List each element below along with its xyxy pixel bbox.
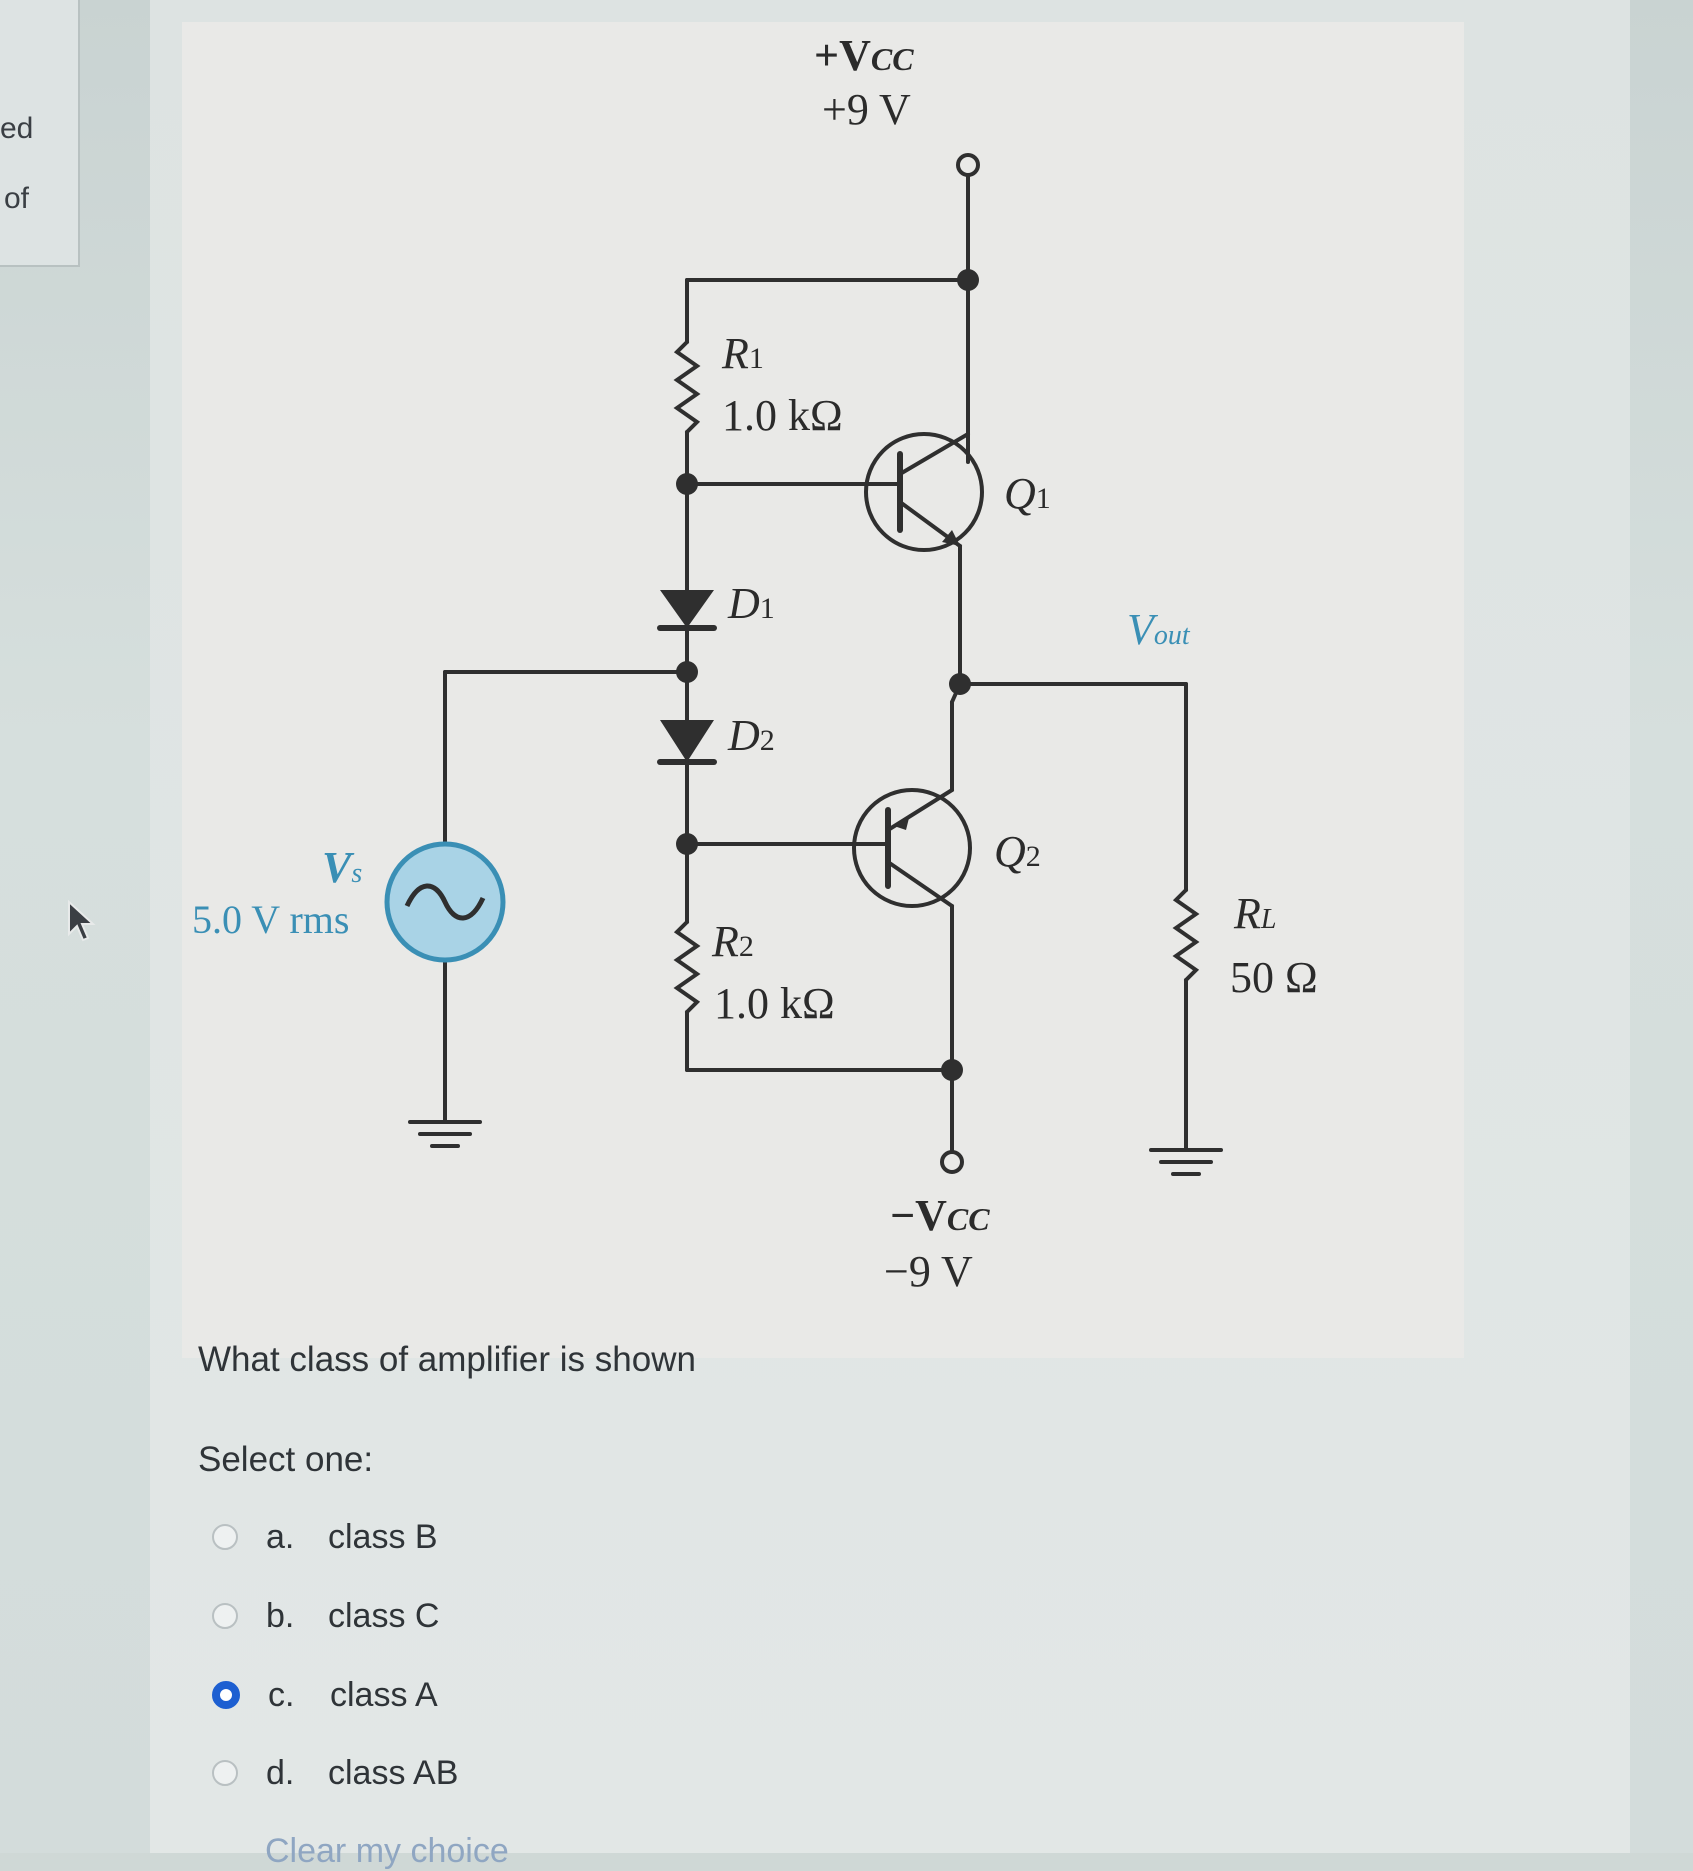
- circuit-schematic: [384, 153, 1223, 1176]
- r2-value: 1.0 kΩ: [714, 979, 835, 1028]
- option-label[interactable]: class A: [330, 1675, 438, 1714]
- junction-dot: [676, 473, 698, 495]
- answer-option-d[interactable]: d. class AB: [212, 1748, 458, 1798]
- select-one-prompt: Select one:: [198, 1440, 374, 1479]
- transistor-q1-collector: [898, 432, 970, 476]
- sidebar-fragment-text: ed: [0, 112, 34, 145]
- vs-value: 5.0 V rms: [192, 897, 350, 942]
- option-label[interactable]: class C: [328, 1596, 440, 1635]
- resistor-rl: [1172, 888, 1200, 982]
- junction-dot: [676, 833, 698, 855]
- vout-label: Vout: [1127, 605, 1190, 654]
- option-letter: b.: [266, 1596, 295, 1635]
- diode-d2: [660, 720, 714, 762]
- r2-label: R2: [712, 917, 754, 966]
- vcc-positive-value: +9 V: [822, 85, 911, 134]
- clear-choice-link[interactable]: Clear my choice: [265, 1832, 509, 1870]
- radio-button[interactable]: [212, 1760, 238, 1786]
- answer-option-b[interactable]: b. class C: [212, 1591, 439, 1641]
- question-text: What class of amplifier is shown: [198, 1340, 696, 1379]
- junction-dot: [941, 1059, 963, 1081]
- answer-option-c[interactable]: c. class A: [212, 1670, 438, 1720]
- diode-d1: [660, 590, 714, 628]
- q2-label: Q2: [994, 827, 1041, 876]
- rl-value: 50 Ω: [1230, 953, 1318, 1002]
- option-label[interactable]: class B: [328, 1517, 438, 1556]
- transistor-q2-collector: [886, 860, 954, 908]
- circuit-diagram: +VCC +9 V R1 1.0 kΩ Q1 D1 Vout D2 Q2 Vs …: [182, 22, 1464, 1358]
- junction-dot: [676, 661, 698, 683]
- radio-button[interactable]: [212, 1524, 238, 1550]
- sine-wave-icon: [404, 883, 486, 921]
- option-letter: a.: [266, 1517, 295, 1556]
- transistor-q2: [852, 788, 972, 908]
- option-letter: c.: [268, 1675, 295, 1714]
- rl-label: RL: [1234, 889, 1277, 938]
- q1-label: Q1: [1004, 469, 1051, 518]
- junction-dot: [949, 673, 971, 695]
- answer-option-a[interactable]: a. class B: [212, 1512, 438, 1562]
- option-letter: d.: [266, 1753, 295, 1792]
- resistor-r1: [673, 340, 701, 434]
- vcc-negative-value: −9 V: [884, 1247, 973, 1296]
- vcc-positive-label: +VCC: [814, 31, 914, 80]
- junction-dot: [957, 269, 979, 291]
- sidebar-fragment-text: of: [4, 182, 30, 215]
- mouse-pointer-icon: [68, 900, 96, 942]
- resistor-r2: [673, 920, 701, 1014]
- d1-label: D1: [728, 579, 775, 628]
- left-side-panel: ed of: [0, 0, 80, 267]
- d2-label: D2: [728, 711, 775, 760]
- radio-button[interactable]: [212, 1603, 238, 1629]
- transistor-q2-emitter-arrow: [894, 814, 910, 830]
- vcc-negative-label: −VCC: [890, 1191, 990, 1240]
- transistor-q1-emitter-arrow: [942, 530, 960, 546]
- transistor-q1: [864, 432, 984, 552]
- vs-label: Vs: [322, 843, 363, 892]
- option-label[interactable]: class AB: [328, 1753, 459, 1792]
- vcc-negative-terminal: [940, 1150, 964, 1174]
- radio-button-selected[interactable]: [212, 1681, 240, 1709]
- vcc-positive-terminal: [956, 153, 980, 177]
- r1-label: R1: [722, 329, 764, 378]
- r1-value: 1.0 kΩ: [722, 391, 843, 440]
